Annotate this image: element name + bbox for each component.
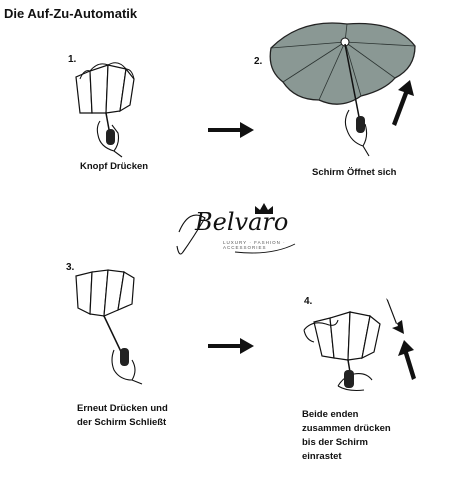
umbrella-handle: [344, 370, 354, 388]
umbrella-panel: [75, 70, 93, 114]
hand-icon: [303, 319, 339, 343]
step-1-caption: Knopf Drücken: [80, 161, 149, 172]
arrow-right-icon: [208, 122, 254, 138]
umbrella-handle: [106, 129, 115, 145]
hand-icon: [111, 349, 143, 385]
hand-icon: [337, 373, 373, 392]
step-4-caption-line: Beide enden: [302, 409, 359, 420]
hand-icon: [344, 109, 370, 157]
page-title: Die Auf-Zu-Automatik: [4, 6, 138, 21]
step-3-caption: Erneut Drücken und der Schirm Schließt: [77, 402, 168, 430]
step-4-caption-line: bis der Schirm: [302, 437, 368, 448]
step-3-caption-line: der Schirm Schließt: [77, 417, 167, 428]
brand-tagline: LUXURY · FASHION · ACCESSORIES: [223, 240, 286, 250]
step-3-number: 3.: [66, 262, 75, 273]
step-1-closed-umbrella-illustration: [75, 62, 135, 158]
step-4-caption-line: zusammen drücken: [302, 423, 391, 434]
step-4-caption: Beide enden zusammen drücken bis der Sch…: [302, 408, 391, 464]
step-2-number: 2.: [254, 56, 263, 67]
umbrella-panel: [75, 271, 93, 315]
step-2-caption: Schirm Öffnet sich: [312, 167, 397, 178]
umbrella-panel: [361, 314, 381, 360]
hand-icon: [96, 120, 123, 158]
step-3-caption-line: Erneut Drücken und: [77, 403, 168, 414]
step-4-caption-line: einrastet: [302, 451, 342, 462]
umbrella-panel: [117, 271, 135, 311]
brand-logo: Belvaro LUXURY · FASHION · ACCESSORIES: [175, 198, 305, 264]
step-4-number: 4.: [304, 296, 313, 307]
arrow-down-icon: [386, 298, 404, 334]
step-2-open-umbrella-illustration: [269, 22, 416, 157]
umbrella-canopy: [269, 22, 416, 105]
umbrella-handle: [356, 116, 365, 133]
umbrella-panel: [89, 64, 109, 114]
step-1-number: 1.: [68, 54, 77, 65]
step-4-closed-umbrella-illustration: [303, 311, 381, 392]
umbrella-panel: [119, 67, 135, 113]
arrow-right-icon: [208, 338, 254, 354]
arrow-up-icon: [392, 80, 414, 126]
step-3-closed-umbrella-illustration: [75, 269, 143, 385]
arrow-up-icon: [398, 340, 416, 380]
umbrella-panel: [329, 311, 351, 361]
brand-name: Belvaro: [195, 208, 289, 236]
crown-icon: [255, 203, 273, 214]
umbrella-handle: [120, 348, 129, 366]
